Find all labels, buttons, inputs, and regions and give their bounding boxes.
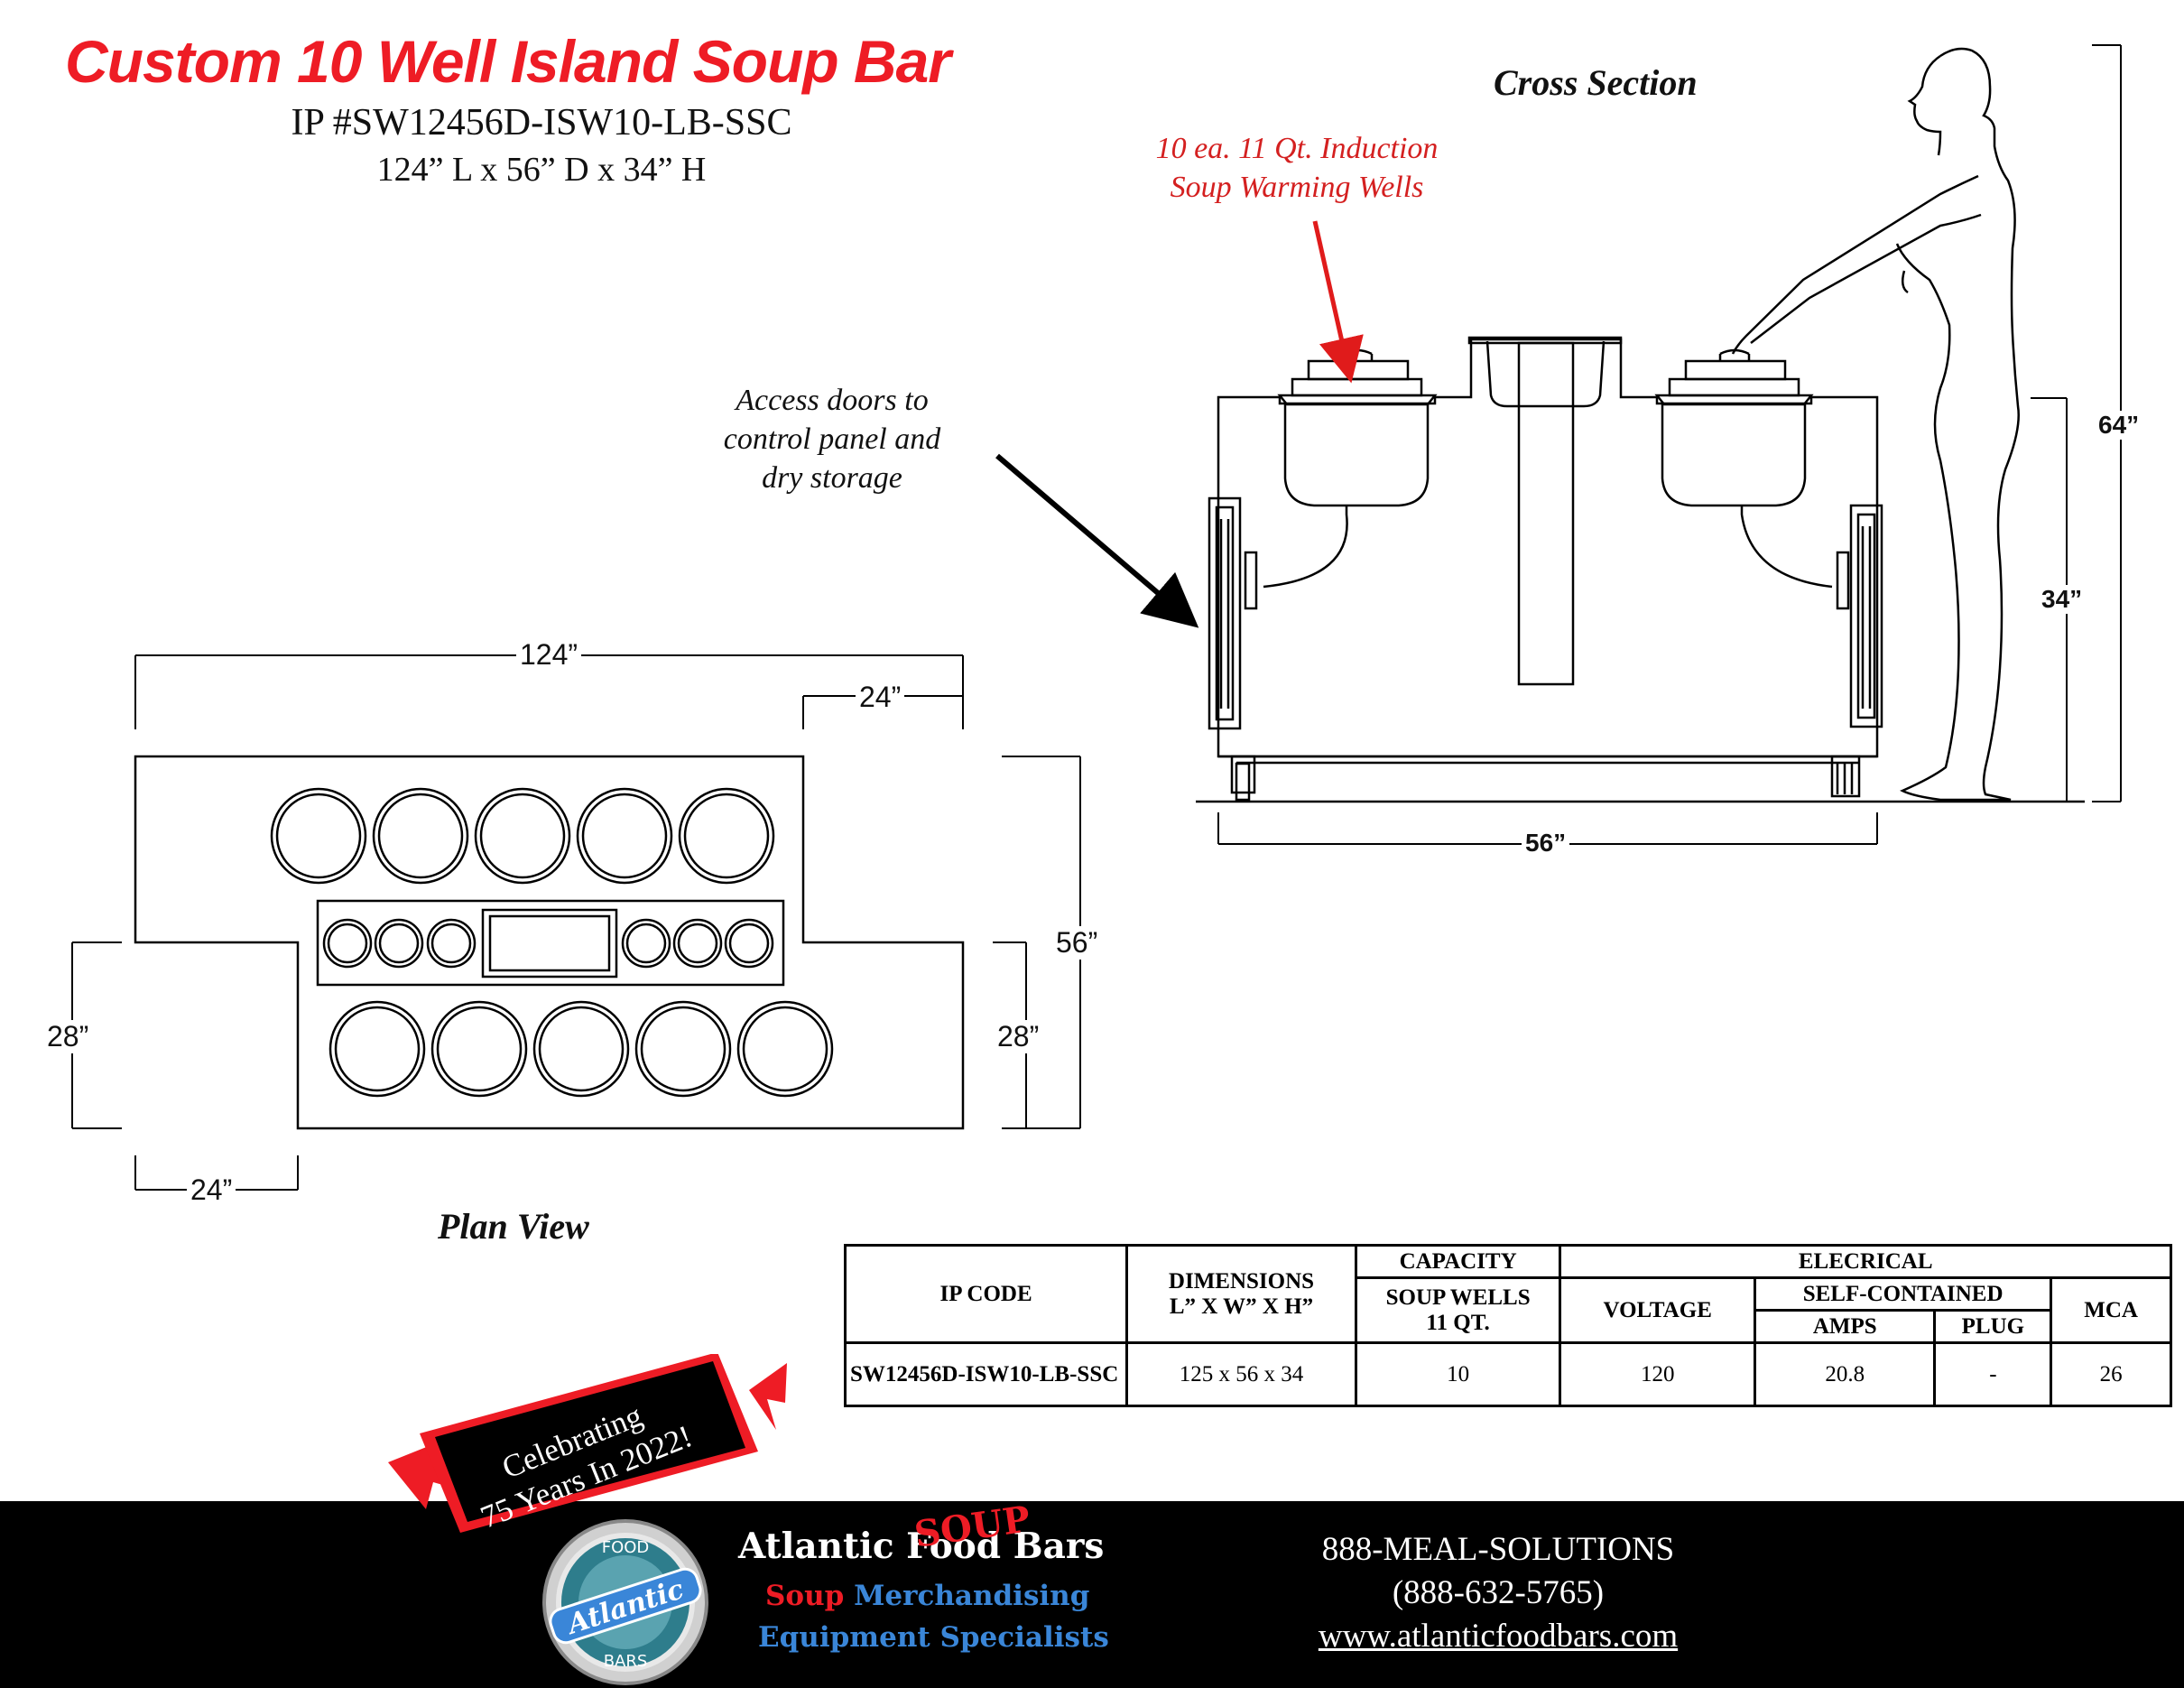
center-column — [1467, 336, 1623, 686]
induction-arrow — [1312, 220, 1364, 384]
right-soup-well — [1654, 348, 1833, 589]
cross-dim-person-height: 64” — [2098, 411, 2140, 440]
plan-dim-overall-length: 124” — [516, 638, 582, 672]
cross-section-label: Cross Section — [1494, 62, 1698, 103]
header-voltage: VOLTAGE — [1559, 1276, 1757, 1344]
celebration-ribbon-icon — [388, 1354, 787, 1533]
right-caster — [1830, 755, 1861, 798]
cell-voltage: 120 — [1559, 1341, 1757, 1407]
header-electrical: ELECRICAL — [1559, 1244, 2172, 1279]
cell-ip-code: SW12456D-ISW10-LB-SSC — [843, 1341, 1129, 1407]
brand-name: Atlantic Food Bars — [738, 1526, 1105, 1567]
plan-dimension-lines — [71, 654, 1081, 1191]
left-access-door — [1208, 496, 1258, 730]
header-ip-code: IP CODE — [843, 1244, 1129, 1344]
header-plug: PLUG — [1933, 1309, 2053, 1344]
footer-bar — [0, 1501, 2184, 1688]
header-soup-wells-line1: SOUP WELLS — [1385, 1285, 1531, 1310]
tagline-soup: Soup — [765, 1580, 845, 1612]
cell-soup-wells: 10 — [1354, 1341, 1562, 1407]
header-dimensions: DIMENSIONS L” X W” X H” — [1125, 1244, 1357, 1344]
tagline-line1: Soup Merchandising — [765, 1580, 1089, 1612]
header-dimensions-line2: L” X W” X H” — [1169, 1294, 1314, 1319]
tagline-line2: Equipment Specialists — [758, 1621, 1109, 1654]
access-callout-line3: dry storage — [762, 461, 902, 495]
page-title: Custom 10 Well Island Soup Bar — [65, 28, 951, 95]
plan-dim-top-notch: 24” — [856, 681, 905, 714]
logo-bottom-text: BARS — [604, 1652, 648, 1671]
plan-dim-bottom-notch: 24” — [187, 1173, 236, 1207]
induction-callout-line2: Soup Warming Wells — [1170, 171, 1424, 204]
header-amps: AMPS — [1754, 1309, 1937, 1344]
top-row-wells — [270, 787, 775, 885]
plan-dim-right-leg: 28” — [997, 1020, 1040, 1053]
dimensions-line: 124” L x 56” D x 34” H — [376, 151, 707, 189]
atlantic-logo-icon: FOOD BARS Atlantic — [542, 1519, 708, 1685]
plan-outline — [134, 755, 965, 1130]
ip-code-line: IP #SW12456D-ISW10-LB-SSC — [291, 102, 792, 144]
plan-dim-depth: 56” — [1054, 926, 1100, 960]
phone-words: 888-MEAL-SOLUTIONS — [1321, 1531, 1675, 1568]
left-soup-well — [1263, 348, 1438, 589]
tagline-merchandising: Merchandising — [854, 1580, 1090, 1612]
cell-mca: 26 — [2050, 1341, 2172, 1407]
induction-callout-line1: 10 ea. 11 Qt. Induction — [1155, 132, 1439, 165]
cell-plug: - — [1933, 1341, 2053, 1407]
plan-dim-left-leg: 28” — [47, 1020, 89, 1053]
plan-view-drawing — [134, 755, 965, 1130]
access-door-arrow — [995, 453, 1199, 628]
person-silhouette — [1731, 47, 2020, 802]
spec-table: IP CODE DIMENSIONS L” X W” X H” CAPACITY… — [843, 1244, 2172, 1407]
right-access-door — [1836, 504, 1883, 728]
cross-section-drawing — [1196, 336, 2085, 803]
cell-amps: 20.8 — [1754, 1341, 1937, 1407]
header-soup-wells-line2: 11 QT. — [1426, 1310, 1490, 1335]
access-callout-line2: control panel and — [723, 422, 941, 456]
left-caster — [1230, 755, 1256, 802]
access-callout-line1: Access doors to — [736, 384, 929, 417]
cabinet-body — [1217, 338, 1879, 758]
cross-dim-counter-height: 34” — [2041, 585, 2083, 614]
phone-number: (888-632-5765) — [1392, 1574, 1605, 1611]
logo-top-text: FOOD — [602, 1538, 650, 1557]
header-dimensions-line1: DIMENSIONS — [1168, 1268, 1315, 1294]
header-soup-wells: SOUP WELLS 11 QT. — [1354, 1276, 1562, 1344]
plan-view-label: Plan View — [438, 1206, 589, 1247]
table-row: SW12456D-ISW10-LB-SSC 125 x 56 x 34 10 1… — [843, 1341, 2172, 1407]
cell-dimensions: 125 x 56 x 34 — [1125, 1341, 1357, 1407]
bottom-row-wells — [329, 1000, 834, 1098]
header-capacity: CAPACITY — [1354, 1244, 1562, 1279]
header-self-contained: SELF-CONTAINED — [1754, 1276, 2053, 1312]
header-mca: MCA — [2050, 1276, 2172, 1344]
cross-dim-width: 56” — [1522, 829, 1570, 858]
center-condiment-rail — [316, 899, 785, 987]
website-link[interactable]: www.atlanticfoodbars.com — [1318, 1618, 1679, 1655]
